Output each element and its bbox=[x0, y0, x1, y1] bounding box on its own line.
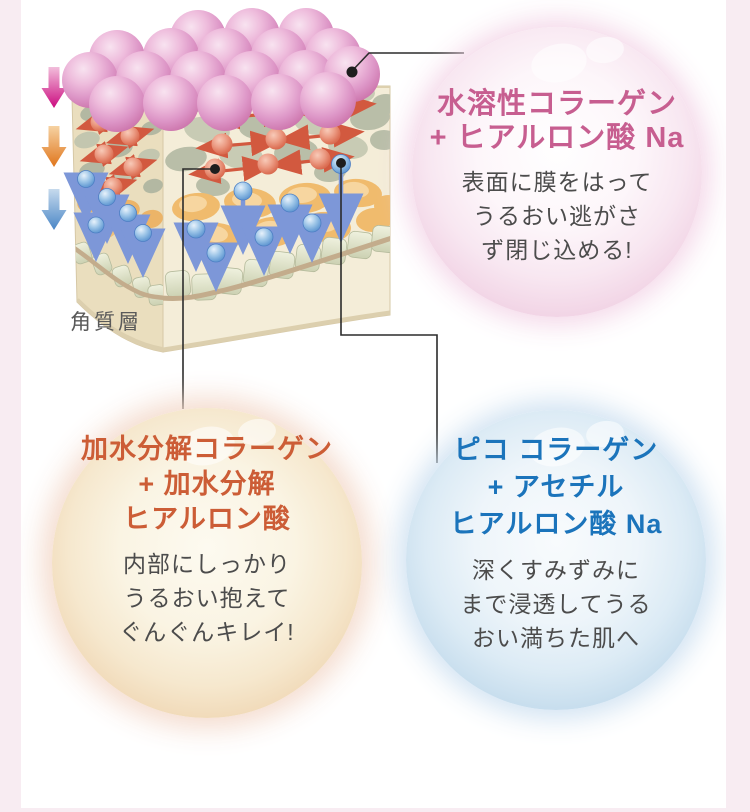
penetration-arrows bbox=[41, 67, 67, 230]
connector-line-orange bbox=[182, 168, 213, 409]
bubble-title-line: 水溶性コラーゲン bbox=[436, 88, 677, 120]
bubble-title-line: ピコ コラーゲン bbox=[453, 435, 659, 465]
bubble-body: 深くすみずみに まで浸透してうる おい満ちた肌へ bbox=[406, 553, 706, 655]
basement-membrane-line bbox=[163, 235, 390, 301]
bubble-title: 加水分解コラーゲン + 加水分解 ヒアルロン酸 bbox=[52, 432, 362, 537]
bubble-highlight bbox=[527, 38, 591, 88]
bubble-title: ピコ コラーゲン + アセチル ヒアルロン酸 Na bbox=[406, 432, 706, 543]
bubble-title-line: ヒアルロン酸 Na bbox=[449, 509, 663, 539]
connector-dots bbox=[210, 66, 358, 174]
bubble-body-line: 内部にしっかり bbox=[123, 551, 291, 577]
bubble-body-line: ず閉じ込める! bbox=[481, 237, 633, 263]
pink-collagen-layer bbox=[62, 8, 380, 132]
bubble-body-line: おい満ちた肌へ bbox=[472, 625, 640, 651]
bubble-body-line: まで浸透してうる bbox=[460, 591, 652, 617]
bubble-body-line: ぐんぐんキレイ! bbox=[119, 619, 295, 645]
connector-line-pink bbox=[351, 52, 464, 72]
bubble-title: 水溶性コラーゲン + ヒアルロン酸 Na bbox=[412, 87, 702, 155]
page-border-bottom bbox=[0, 808, 750, 812]
bubble-title-line: ヒアルロン酸 bbox=[123, 504, 291, 534]
deep-arrow-icon bbox=[41, 189, 67, 230]
bubble-hydrolyzed-collagen: 加水分解コラーゲン + 加水分解 ヒアルロン酸 内部にしっかり うるおい抱えて … bbox=[52, 408, 362, 718]
bubble-water-soluble-collagen: 水溶性コラーゲン + ヒアルロン酸 Na 表面に膜をはって うるおい逃がさ ず閉… bbox=[412, 27, 702, 317]
bubble-body-line: 深くすみずみに bbox=[472, 557, 640, 583]
bubble-body: 表面に膜をはって うるおい逃がさ ず閉じ込める! bbox=[412, 165, 702, 267]
page-border-right bbox=[726, 0, 750, 812]
bubble-body: 内部にしっかり うるおい抱えて ぐんぐんキレイ! bbox=[52, 547, 362, 649]
bubble-title-line: 加水分解コラーゲン bbox=[81, 434, 333, 464]
bubble-title-line: + ヒアルロン酸 Na bbox=[429, 122, 685, 154]
connector-lines bbox=[182, 52, 464, 463]
mid-arrow-icon bbox=[41, 126, 67, 167]
bubble-body-line: うるおい抱えて bbox=[123, 585, 291, 611]
bubble-title-line: + 加水分解 bbox=[138, 469, 276, 499]
stratum-corneum-label: 角質層 bbox=[70, 311, 142, 334]
bubble-title-line: + アセチル bbox=[487, 472, 625, 502]
bubble-body-line: 表面に膜をはって bbox=[461, 169, 653, 195]
connector-line-blue bbox=[340, 164, 438, 463]
page-border-left bbox=[0, 0, 21, 812]
bubble-pico-collagen: ピコ コラーゲン + アセチル ヒアルロン酸 Na 深くすみずみに まで浸透して… bbox=[406, 410, 706, 710]
bubble-body-line: うるおい逃がさ bbox=[473, 203, 641, 229]
surface-arrow-icon bbox=[41, 67, 67, 108]
